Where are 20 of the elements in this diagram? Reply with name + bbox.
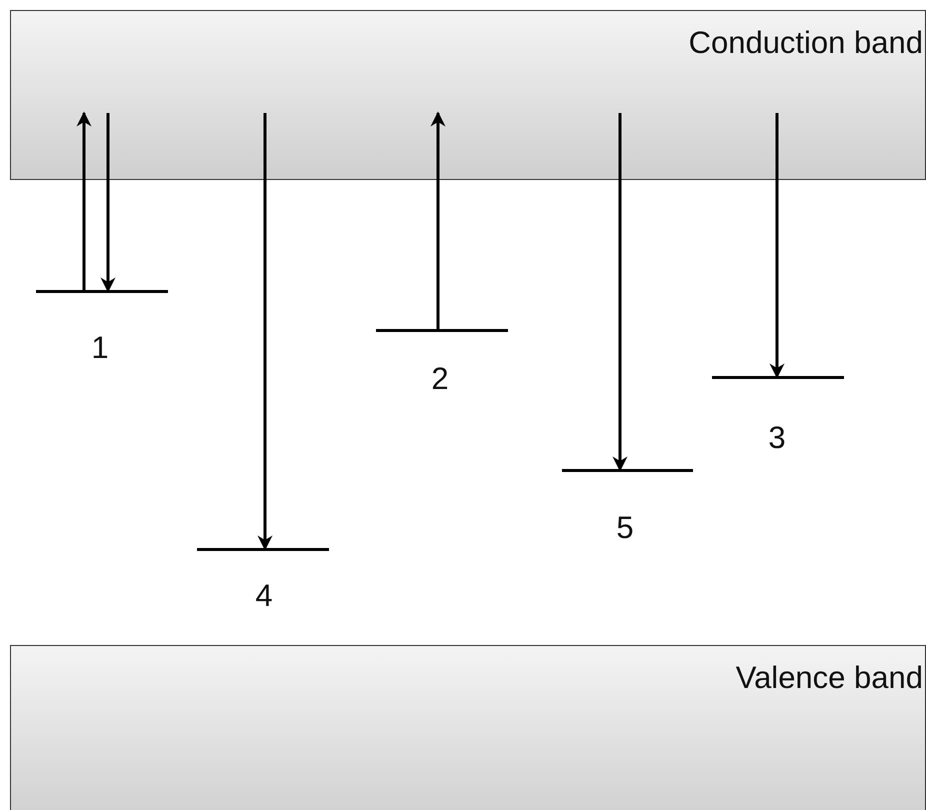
level-number: 5 <box>616 510 634 546</box>
level-number: 4 <box>255 578 273 614</box>
level-number: 2 <box>431 361 449 397</box>
energy-band <box>10 645 926 810</box>
transition-arrow <box>258 113 272 550</box>
energy-level-line <box>197 548 329 551</box>
level-number: 3 <box>768 420 786 456</box>
transition-arrow <box>100 113 116 292</box>
energy-band <box>10 10 926 180</box>
transition-arrow <box>612 113 628 472</box>
transition-arrow <box>770 113 784 378</box>
energy-level-line <box>376 329 508 332</box>
transition-arrow <box>430 112 446 330</box>
energy-level-line <box>36 290 168 293</box>
energy-level-line <box>712 376 844 379</box>
band-label: Valence band <box>736 660 923 696</box>
energy-level-line <box>562 469 693 472</box>
band-label: Conduction band <box>688 25 923 61</box>
level-number: 1 <box>91 330 109 366</box>
transition-arrow <box>76 112 92 291</box>
